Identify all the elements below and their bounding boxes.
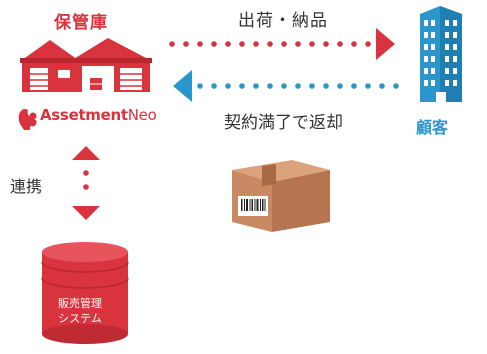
database-label-line1: 販売管理 <box>58 297 102 310</box>
return-arrow <box>173 70 399 102</box>
database-label: 販売管理 システム <box>44 296 116 326</box>
cardboard-box-icon <box>232 160 330 232</box>
return-label: 契約満了で返却 <box>224 113 343 133</box>
assetment-neo-logo: AssetmentNeo <box>40 106 157 124</box>
ship-label: 出荷・納品 <box>238 11 328 31</box>
link-arrow <box>72 146 100 220</box>
database-label-line2: システム <box>58 312 102 325</box>
logo-suffix: Neo <box>127 106 157 124</box>
customer-title: 顧客 <box>415 118 448 137</box>
ship-arrow <box>169 28 395 60</box>
logo-brand: Assetment <box>40 106 128 124</box>
warehouse-icon <box>20 38 152 92</box>
squirrel-icon <box>18 108 37 130</box>
office-building-icon <box>420 6 462 102</box>
database-icon <box>41 242 129 344</box>
warehouse-title: 保管庫 <box>54 13 108 33</box>
link-label: 連携 <box>10 177 43 196</box>
